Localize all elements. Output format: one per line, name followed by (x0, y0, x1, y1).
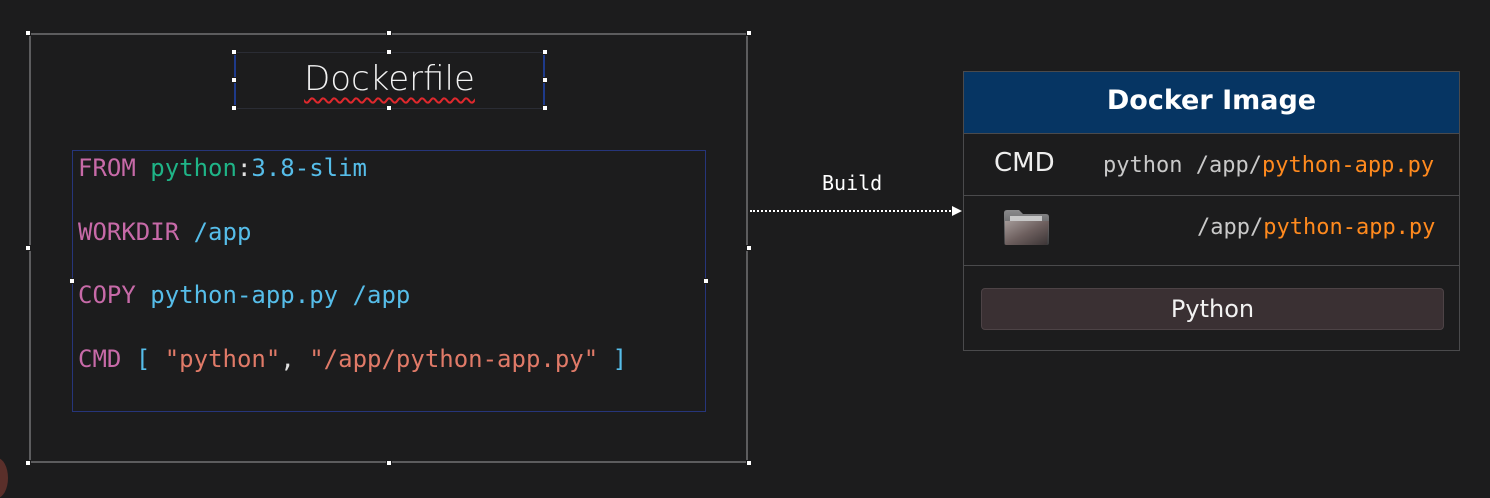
workdir-path: /app (193, 218, 252, 246)
title-handle-bm[interactable] (386, 105, 392, 111)
dockerfile-code-box[interactable]: FROM python:3.8-slim WORKDIR /app COPY p… (72, 150, 706, 412)
tag-separator: : (236, 154, 252, 182)
cmd-value-file: python-app.py (1261, 153, 1435, 178)
copy-source: python-app.py (150, 281, 339, 309)
build-arrow-line[interactable] (750, 210, 954, 212)
docker-image-box[interactable]: Docker Image CMD python /app/python-app.… (963, 71, 1460, 351)
instruction-from: FROM (78, 154, 136, 182)
file-value-prefix: /app/ (1197, 215, 1264, 240)
title-handle-tr[interactable] (542, 49, 548, 55)
build-arrow-head (952, 206, 962, 216)
base-image-name: python (150, 154, 237, 182)
instruction-copy: COPY (78, 281, 136, 309)
cmd-arg-2: "/app/python-app.py" (309, 345, 599, 373)
title-handle-ml[interactable] (231, 77, 237, 83)
title-handle-tm[interactable] (386, 49, 392, 55)
code-handle-ml[interactable] (69, 278, 75, 284)
resize-handle-mr[interactable] (746, 245, 752, 251)
base-image-tag: 3.8-slim (251, 154, 367, 182)
row-divider (964, 195, 1459, 196)
row-divider (964, 265, 1459, 266)
cmd-value-prefix: python /app/ (1103, 153, 1262, 178)
docker-image-title: Docker Image (964, 72, 1459, 133)
folder-icon (1004, 210, 1049, 245)
bracket-close: ] (612, 345, 628, 373)
code-line-copy: COPY python-app.py /app (78, 281, 410, 309)
title-handle-bl[interactable] (231, 105, 237, 111)
resize-handle-bm[interactable] (386, 460, 392, 466)
file-value-file: python-app.py (1263, 215, 1436, 240)
file-value: /app/python-app.py (1197, 215, 1435, 240)
title-handle-br[interactable] (542, 105, 548, 111)
resize-handle-bl[interactable] (25, 460, 31, 466)
code-line-from: FROM python:3.8-slim (78, 154, 367, 182)
resize-handle-br[interactable] (746, 460, 752, 466)
code-line-workdir: WORKDIR /app (78, 218, 251, 246)
row-divider (964, 133, 1459, 134)
resize-handle-ml[interactable] (25, 245, 31, 251)
copy-dest: /app (352, 281, 411, 309)
instruction-workdir: WORKDIR (78, 218, 180, 246)
build-label: Build (822, 171, 883, 195)
cmd-key-label: CMD (994, 148, 1055, 178)
cmd-arg-1: "python" (164, 345, 281, 373)
code-line-cmd: CMD [ "python", "/app/python-app.py" ] (78, 345, 627, 373)
cmd-comma: , (280, 345, 295, 373)
dockerfile-title-box[interactable]: Dockerfile (234, 52, 545, 109)
resize-handle-tr[interactable] (746, 30, 752, 36)
corner-decoration (0, 458, 8, 498)
bracket-open: [ (135, 345, 151, 373)
cmd-value: python /app/python-app.py (1103, 153, 1434, 178)
title-handle-mr[interactable] (542, 77, 548, 83)
instruction-cmd: CMD (78, 345, 122, 373)
resize-handle-tl[interactable] (25, 30, 31, 36)
resize-handle-tm[interactable] (386, 30, 392, 36)
python-base-layer: Python (981, 288, 1444, 330)
code-handle-mr[interactable] (703, 278, 709, 284)
dockerfile-title: Dockerfile (304, 59, 475, 99)
title-handle-tl[interactable] (231, 49, 237, 55)
